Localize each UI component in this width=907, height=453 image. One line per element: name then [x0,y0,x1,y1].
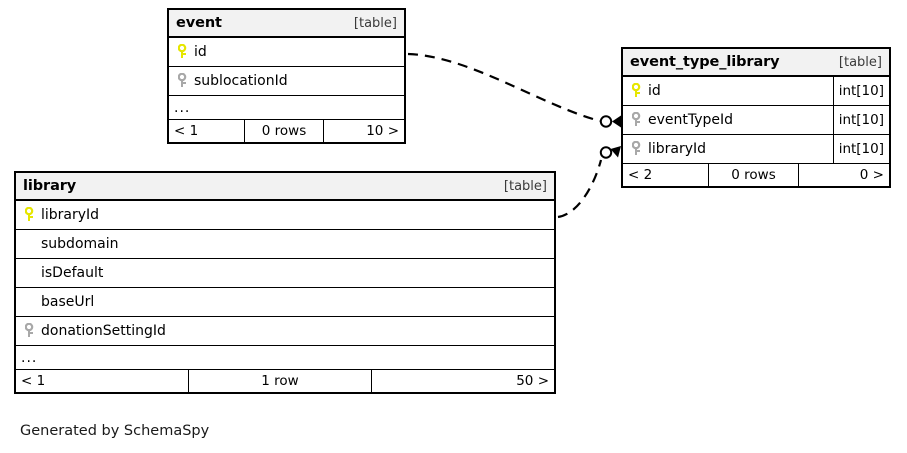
column-cell: libraryId [623,135,833,163]
column-cell: baseUrl [16,288,554,316]
column-name: baseUrl [41,294,95,310]
foreign-key-icon [21,323,41,339]
table-row[interactable]: donationSettingId [16,317,554,346]
column-type: int[10] [832,106,889,134]
generated-by-credit: Generated by SchemaSpy [20,423,210,439]
table-row[interactable]: libraryId [16,201,554,230]
table-row[interactable]: id int[10] [623,77,889,106]
column-name: sublocationId [194,73,288,89]
table-event-footer: < 1 0 rows 10 > [169,120,404,142]
table-event-type-library[interactable]: event_type_library [table] id int[10] [621,47,891,188]
column-type: int[10] [832,135,889,163]
footer-children-count[interactable]: 0 > [859,167,884,183]
table-library-title: library [23,178,77,194]
footer-parents-count[interactable]: < 1 [174,123,199,139]
column-cell: subdomain [16,230,554,258]
table-event-type-library-title: event_type_library [630,54,780,70]
table-row[interactable]: isDefault [16,259,554,288]
footer-parents-count[interactable]: < 1 [21,373,46,389]
more-columns-indicator: ... [16,346,554,370]
column-name: libraryId [41,207,100,223]
footer-children-count[interactable]: 10 > [366,123,399,139]
primary-key-icon [174,44,194,60]
table-row[interactable]: libraryId int[10] [623,135,889,164]
column-cell: eventTypeId [623,106,833,134]
footer-children-count[interactable]: 50 > [516,373,549,389]
table-event-header: event [table] [169,10,404,38]
relationship-library-to-event-type-library [557,146,621,219]
footer-row-count: 1 row [188,370,372,392]
relationship-event-to-event-type-library [407,52,621,128]
column-type: int[10] [832,77,889,105]
table-row[interactable]: id [169,38,404,67]
table-event-type-library-tag: [table] [838,54,882,70]
primary-key-icon [21,207,41,223]
column-cell: donationSettingId [16,317,554,345]
foreign-key-icon [628,141,648,157]
column-cell: id [169,38,404,66]
table-event-title: event [176,15,222,31]
footer-row-count: 0 rows [708,164,799,186]
table-library-header: library [table] [16,173,554,201]
table-event-type-library-footer: < 2 0 rows 0 > [623,164,889,186]
column-name: id [194,44,207,60]
column-name: id [648,83,661,99]
column-name: eventTypeId [648,112,734,128]
column-name: isDefault [41,265,104,281]
column-name: donationSettingId [41,323,166,339]
table-library-tag: [table] [503,178,547,194]
table-library-footer: < 1 1 row 50 > [16,370,554,392]
table-event[interactable]: event [table] id [167,8,406,144]
column-cell: isDefault [16,259,554,287]
column-cell: id [623,77,833,105]
table-event-type-library-header: event_type_library [table] [623,49,889,77]
table-library[interactable]: library [table] libraryId subdomain [14,171,556,394]
footer-row-count: 0 rows [244,120,324,142]
more-columns-indicator: ... [169,96,404,120]
column-cell: libraryId [16,201,554,229]
column-cell: sublocationId [169,67,404,95]
table-row[interactable]: sublocationId [169,67,404,96]
foreign-key-icon [628,112,648,128]
table-event-tag: [table] [353,15,397,31]
column-name: subdomain [41,236,119,252]
foreign-key-icon [174,73,194,89]
column-name: libraryId [648,141,707,157]
primary-key-icon [628,83,648,99]
table-row[interactable]: eventTypeId int[10] [623,106,889,135]
table-row[interactable]: baseUrl [16,288,554,317]
table-row[interactable]: subdomain [16,230,554,259]
footer-parents-count[interactable]: < 2 [628,167,653,183]
